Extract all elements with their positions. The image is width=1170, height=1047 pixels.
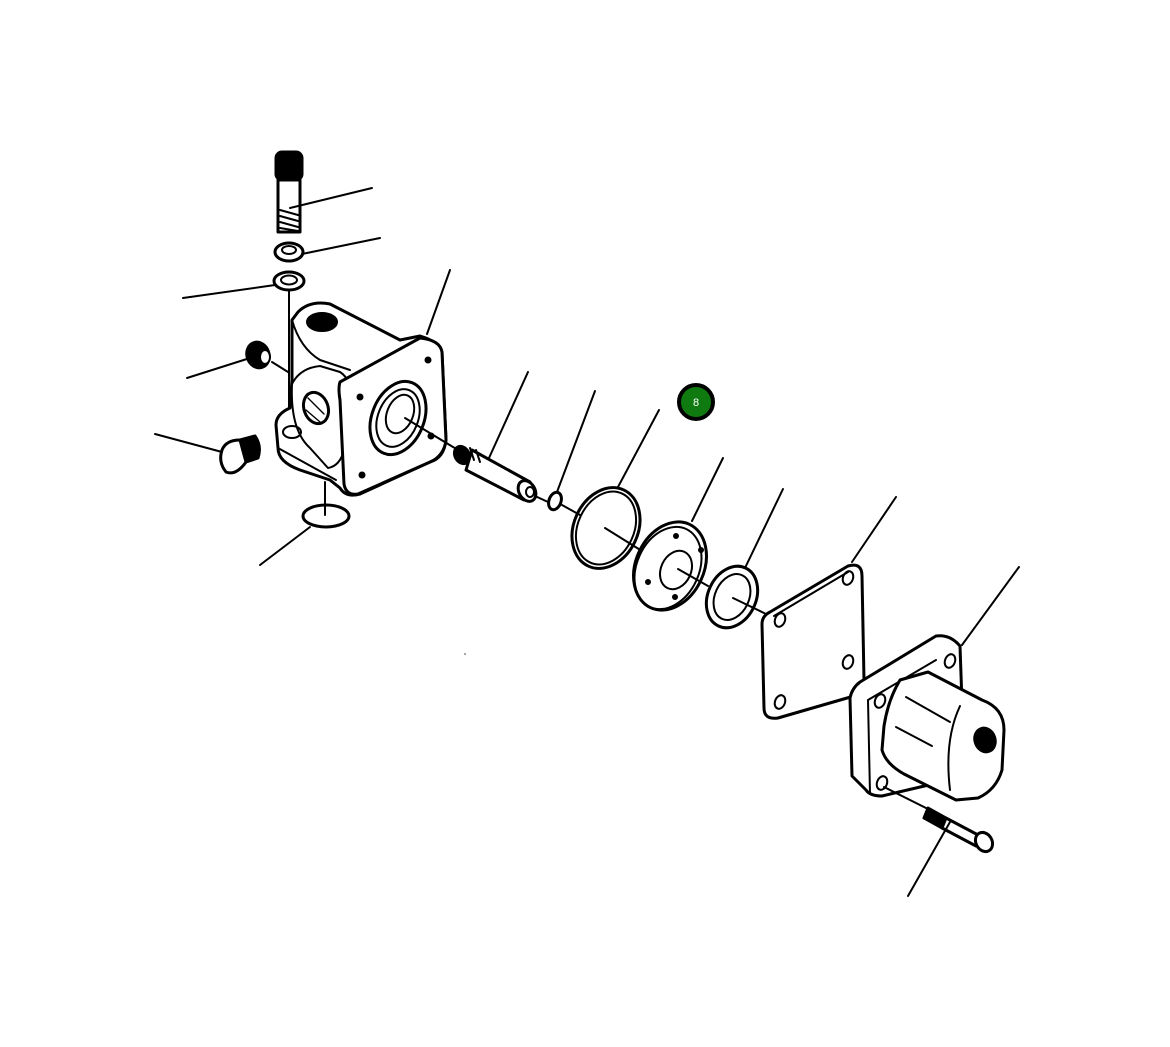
leader-line-o-ring-bottom xyxy=(259,526,311,566)
plug-small xyxy=(245,340,271,370)
seal-ring xyxy=(704,564,760,630)
axis-line-4 xyxy=(677,568,709,587)
spool xyxy=(452,444,538,503)
axis-line-1 xyxy=(534,495,549,503)
leader-line-o-ring-small xyxy=(556,390,596,493)
leader-line-drain-plug xyxy=(154,433,223,453)
valve-body xyxy=(274,301,448,497)
mounting-bolt xyxy=(922,806,995,854)
washer xyxy=(272,270,306,292)
part-hotspot-8[interactable]: 8 xyxy=(677,383,715,421)
leader-line-o-ring-large xyxy=(617,409,660,488)
socket-head-plug xyxy=(274,150,304,234)
hotspot-label: 8 xyxy=(692,396,700,409)
o-ring-large xyxy=(570,486,642,570)
leader-line-solenoid xyxy=(961,566,1020,646)
leader-line-plug-small xyxy=(186,357,251,379)
leader-line-gasket xyxy=(851,496,897,563)
axis-line-plug-small xyxy=(271,361,289,373)
solenoid-actuator xyxy=(848,634,1006,802)
leader-line-washer xyxy=(182,284,276,299)
snap-ring xyxy=(273,241,305,263)
drain-plug xyxy=(219,434,261,475)
stray-dot xyxy=(464,653,466,655)
axis-line-main xyxy=(404,417,459,451)
axis-line-5 xyxy=(732,597,767,615)
leader-line-valve-body xyxy=(426,269,451,335)
leader-line-spool xyxy=(488,371,529,459)
o-ring-bottom xyxy=(301,503,351,529)
leader-line-snap-ring xyxy=(301,237,381,255)
leader-line-bolt xyxy=(907,821,951,897)
o-ring-small xyxy=(547,490,563,512)
leader-line-seal-ring xyxy=(744,488,784,569)
leader-line-plug xyxy=(289,187,373,209)
retainer-plate xyxy=(632,520,708,612)
gasket xyxy=(760,563,866,720)
leader-line-retainer-plate xyxy=(691,457,724,522)
axis-line-bolt xyxy=(883,786,931,811)
